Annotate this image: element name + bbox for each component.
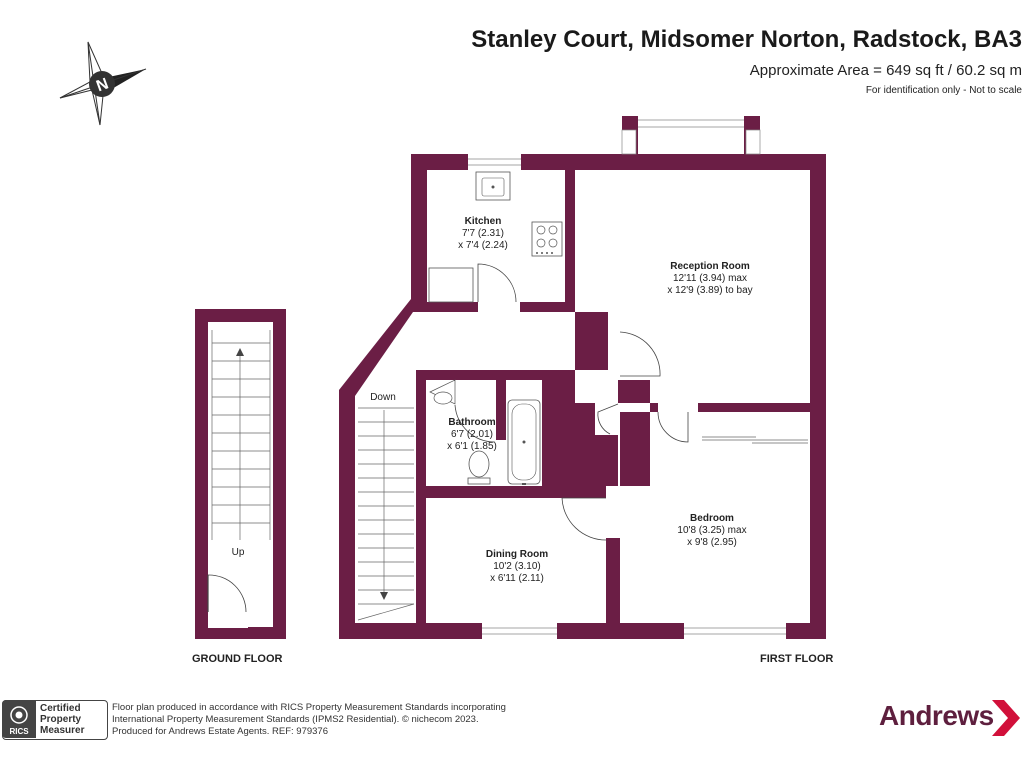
reception-dim2: x 12'9 (3.89) to bay xyxy=(667,285,752,296)
disclaimer-note: For identification only - Not to scale xyxy=(865,85,1022,96)
stairs-down-label: Down xyxy=(370,392,396,403)
kitchen-dim1: 7'7 (2.31) xyxy=(462,228,504,239)
dining-label: Dining Room xyxy=(486,549,548,560)
bathroom-dim1: 6'7 (2.01) xyxy=(451,429,493,440)
compass-letter: N xyxy=(94,75,111,95)
rics-logo-icon: RICS xyxy=(2,700,36,738)
footer-text: Floor plan produced in accordance with R… xyxy=(112,702,532,738)
ground-floor-plan xyxy=(195,309,286,639)
stairs-up-label: Up xyxy=(232,547,245,558)
bedroom-dim1: 10'8 (3.25) max xyxy=(677,525,746,536)
first-floor-label: FIRST FLOOR xyxy=(760,653,834,665)
brand-chevron-icon xyxy=(992,700,1020,736)
badge-line2: Property xyxy=(40,714,82,725)
footer-line2: International Property Measurement Stand… xyxy=(112,714,479,725)
compass-icon: N xyxy=(59,41,147,126)
dining-dim2: x 6'11 (2.11) xyxy=(490,573,544,584)
kitchen-label: Kitchen xyxy=(465,216,502,227)
rics-badge-text: Certified Property Measurer xyxy=(40,703,84,736)
first-floor-plan: Kitchen 7'7 (2.31) x 7'4 (2.24) Receptio… xyxy=(339,116,826,639)
badge-line3: Measurer xyxy=(40,725,85,736)
rics-logo-text: RICS xyxy=(9,727,29,736)
ground-floor-label: GROUND FLOOR xyxy=(192,653,283,665)
footer-line1: Floor plan produced in accordance with R… xyxy=(112,702,506,713)
reception-dim1: 12'11 (3.94) max xyxy=(673,273,747,284)
footer-line3: Produced for Andrews Estate Agents. REF:… xyxy=(112,726,328,737)
reception-label: Reception Room xyxy=(670,261,750,272)
bathroom-dim2: x 6'1 (1.85) xyxy=(447,441,497,452)
kitchen-dim2: x 7'4 (2.24) xyxy=(458,240,508,251)
page-title: Stanley Court, Midsomer Norton, Radstock… xyxy=(471,26,1022,53)
brand-logo: Andrews xyxy=(879,700,994,731)
dining-dim1: 10'2 (3.10) xyxy=(493,561,541,572)
approximate-area: Approximate Area = 649 sq ft / 60.2 sq m xyxy=(749,62,1022,79)
bathroom-label: Bathroom xyxy=(448,417,495,428)
bedroom-dim2: x 9'8 (2.95) xyxy=(687,537,737,548)
bedroom-label: Bedroom xyxy=(690,513,734,524)
badge-line1: Certified xyxy=(40,703,81,714)
